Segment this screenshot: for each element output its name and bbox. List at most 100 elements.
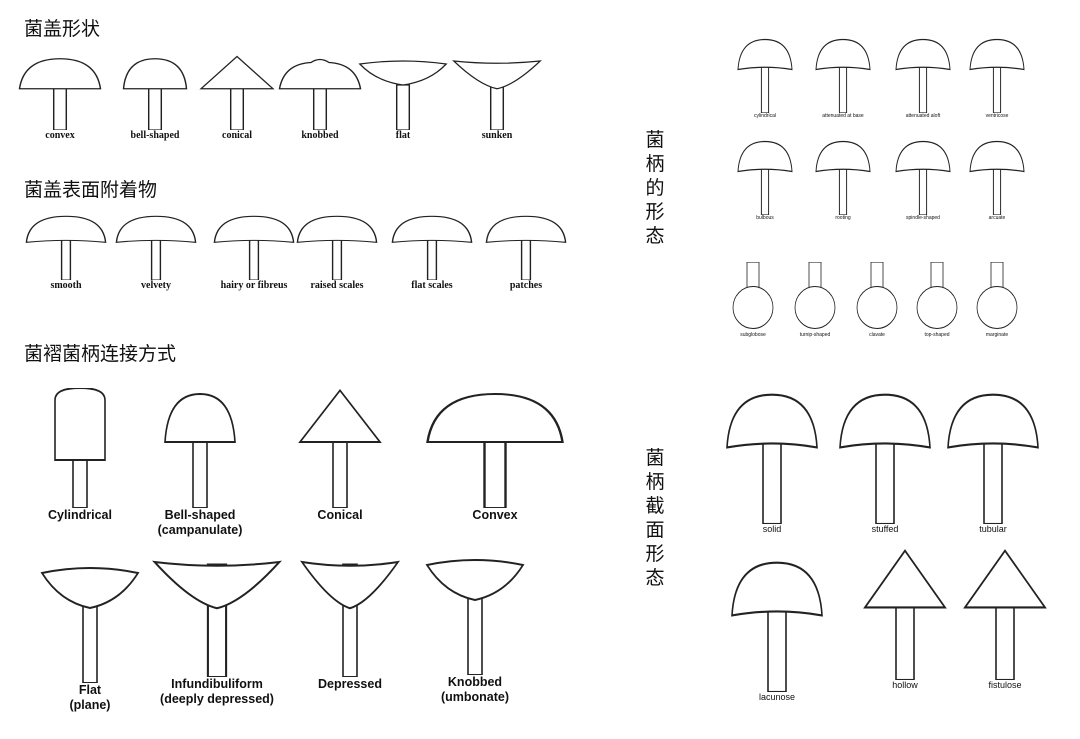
mushroom-illustration xyxy=(976,262,1018,330)
item-label: tubular xyxy=(979,524,1007,534)
mushroom-illustration xyxy=(947,393,1039,524)
stem xyxy=(918,161,928,215)
item-label: (umbonate) xyxy=(440,690,510,704)
item-label: spindle-shaped xyxy=(906,215,940,221)
item-label: knobbed xyxy=(301,130,339,141)
stem xyxy=(520,239,532,280)
item-label: attenuated aloft xyxy=(905,113,941,119)
item-label: solid xyxy=(762,524,782,534)
stem-section-title: 菌柄截面形态 xyxy=(645,447,665,589)
item-label: stuffed xyxy=(871,524,899,534)
stem-section-item: fistulose xyxy=(955,548,1055,690)
item-label: marginate xyxy=(985,332,1009,338)
cap xyxy=(278,58,362,90)
stem xyxy=(983,430,1003,524)
item-label: flat scales xyxy=(411,280,453,291)
gill-attachment-item: Knobbed(umbonate) xyxy=(425,550,525,705)
item-label: Bell-shaped xyxy=(164,508,236,522)
stem-shape-title: 菌柄的形态 xyxy=(645,129,665,247)
cap xyxy=(54,388,106,461)
mushroom-illustration xyxy=(278,58,362,130)
stem-base-item: clavate xyxy=(852,262,902,338)
cap xyxy=(298,388,382,443)
stem xyxy=(992,161,1002,215)
mushroom-illustration xyxy=(18,58,102,130)
stem-base xyxy=(976,285,1018,330)
stem-base-item: turnip-shaped xyxy=(790,262,840,338)
cap xyxy=(863,549,947,609)
item-label: (campanulate) xyxy=(157,523,243,537)
cap xyxy=(452,60,542,90)
stem xyxy=(767,598,787,692)
cap xyxy=(358,60,448,86)
stem xyxy=(760,59,770,113)
gill-attachment-item: Bell-shaped(campanulate) xyxy=(150,388,250,538)
mushroom-illustration xyxy=(426,393,564,508)
mushroom-illustration xyxy=(856,262,898,330)
cap xyxy=(969,140,1025,173)
cap-surface-item: raised scales xyxy=(293,215,381,291)
stem-shape-item: rooting xyxy=(813,140,873,221)
cap xyxy=(25,215,107,243)
mushroom-illustration xyxy=(485,215,567,280)
gill-attachment-item: Cylindrical xyxy=(30,388,130,523)
cap-surface-item: smooth xyxy=(22,215,110,291)
cap xyxy=(40,567,140,610)
stem xyxy=(483,437,507,508)
mushroom-illustration xyxy=(358,60,448,130)
cap xyxy=(815,38,871,71)
mushroom-illustration xyxy=(737,38,793,113)
stem xyxy=(918,59,928,113)
mushroom-illustration xyxy=(300,560,400,677)
cap xyxy=(296,215,378,243)
mushroom-illustration xyxy=(726,393,818,524)
cap xyxy=(391,215,473,243)
item-label: (deeply depressed) xyxy=(160,692,274,706)
stem xyxy=(147,84,163,130)
stem-shape-item: cylindrical xyxy=(735,38,795,119)
stem-section-item: stuffed xyxy=(835,392,935,534)
stem-shape-item: attenuated aloft xyxy=(893,38,953,119)
item-label: subglobose xyxy=(740,332,766,338)
cap xyxy=(815,140,871,173)
cap xyxy=(895,38,951,71)
mushroom-illustration xyxy=(452,60,542,130)
cap-shape-item: convex xyxy=(15,55,105,141)
mushroom-illustration xyxy=(296,215,378,280)
stem-base xyxy=(856,285,898,330)
cap-surface-item: velvety xyxy=(112,215,200,291)
item-label: Flat xyxy=(78,683,102,697)
cap-shape-item: bell-shaped xyxy=(110,55,200,141)
item-label: top-shaped xyxy=(924,332,950,338)
cap xyxy=(164,393,236,443)
stem xyxy=(52,84,68,130)
item-label: Knobbed xyxy=(447,675,503,689)
stem xyxy=(762,430,782,524)
item-label: ventricose xyxy=(985,113,1009,119)
mushroom-illustration xyxy=(815,140,871,215)
cap xyxy=(839,393,931,449)
item-label: flat xyxy=(395,130,411,141)
stem xyxy=(60,239,72,280)
mushroom-illustration xyxy=(54,388,106,508)
mushroom-illustration xyxy=(895,38,951,113)
item-label: convex xyxy=(45,130,75,141)
item-label: bell-shaped xyxy=(130,130,180,141)
item-label: (plane) xyxy=(69,698,111,712)
stem xyxy=(192,437,208,508)
gill-attachment-item: Convex xyxy=(420,388,570,523)
mushroom-illustration xyxy=(839,393,931,524)
item-label: raised scales xyxy=(310,280,364,291)
item-label: smooth xyxy=(50,280,82,291)
mushroom-illustration xyxy=(815,38,871,113)
mushroom-illustration xyxy=(732,262,774,330)
gill-attachment-item: Depressed xyxy=(300,552,400,692)
stem-shape-item: spindle-shaped xyxy=(893,140,953,221)
item-label: patches xyxy=(509,280,543,291)
item-label: cylindrical xyxy=(754,113,776,119)
cap-surface-title: 菌盖表面附着物 xyxy=(24,179,158,201)
item-label: Infundibuliform xyxy=(171,677,263,691)
item-label: conical xyxy=(222,130,252,141)
mushroom-illustration xyxy=(895,140,951,215)
